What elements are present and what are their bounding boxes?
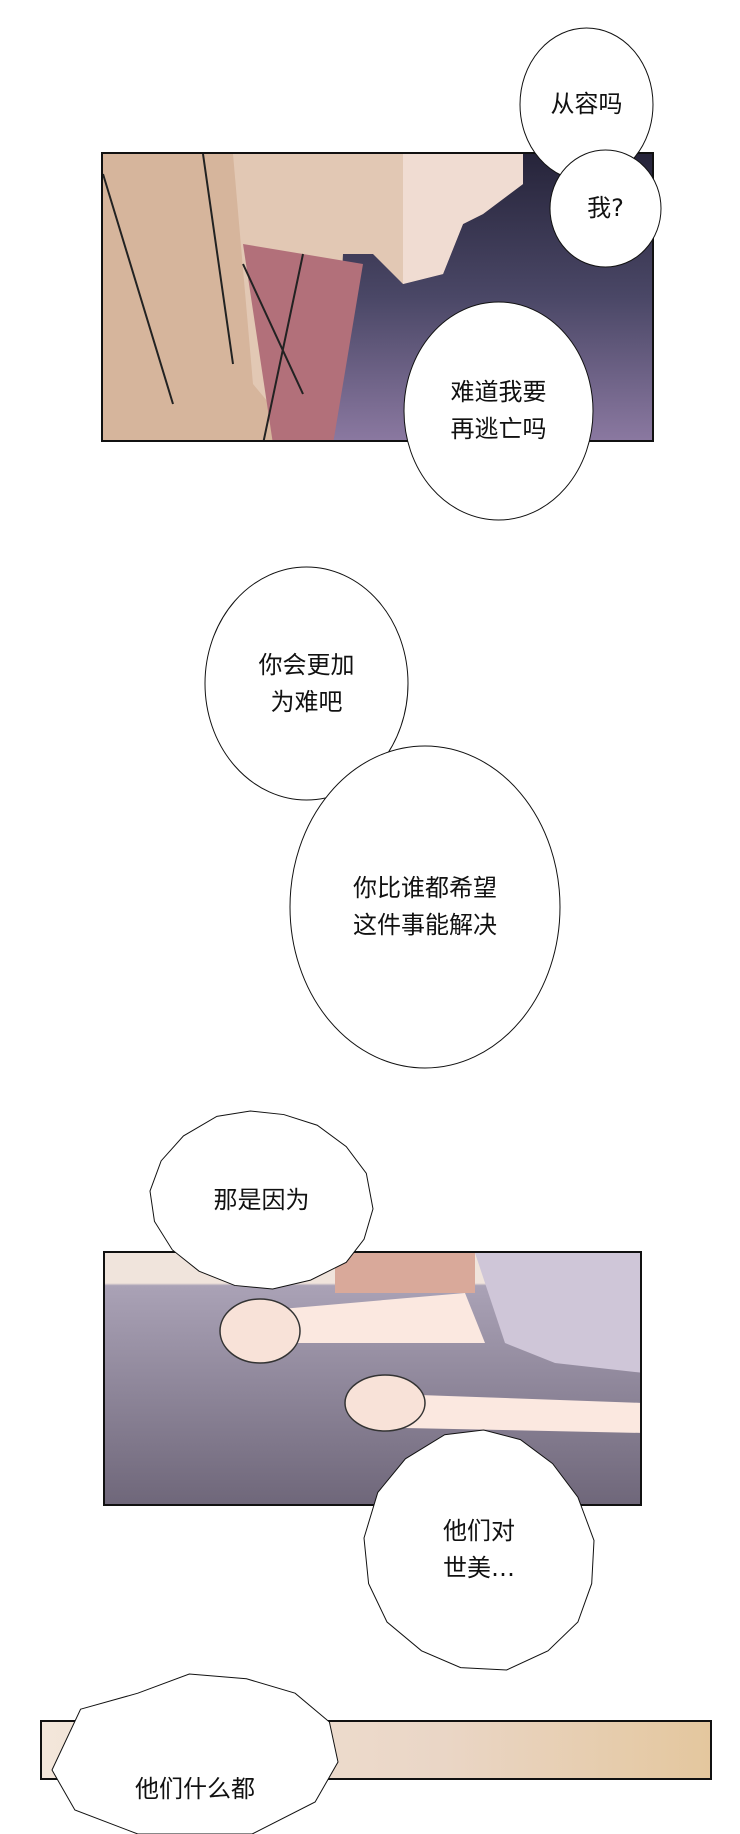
speech-bubble: 从容吗 [520, 28, 653, 181]
speech-bubble: 难道我要 再逃亡吗 [404, 302, 593, 520]
bubble-text: 你会更加 为难吧 [258, 650, 355, 716]
speech-bubble: 你比谁都希望 这件事能解决 [290, 746, 560, 1068]
bubble-text: 他们什么都 [135, 1774, 255, 1803]
fists-art [219, 1253, 640, 1433]
bubble-text: 我? [587, 194, 624, 222]
character-face-art [103, 154, 523, 440]
thought-bubble: 那是因为 [150, 1111, 373, 1289]
panel-fists-on-table [103, 1251, 642, 1506]
bubble-text: 难道我要 再逃亡吗 [450, 378, 547, 443]
thought-bubble: 他们什么都 [52, 1674, 338, 1834]
speech-bubble: 你会更加 为难吧 [205, 567, 408, 800]
speech-bubble: 我? [550, 150, 661, 267]
bubble-text: 那是因为 [213, 1185, 310, 1214]
bubble-text: 他们对 世美… [443, 1517, 515, 1582]
bubble-text: 你比谁都希望 这件事能解决 [353, 874, 497, 939]
thought-bubble: 他们对 世美… [364, 1430, 594, 1670]
bubble-text: 从容吗 [550, 90, 623, 118]
